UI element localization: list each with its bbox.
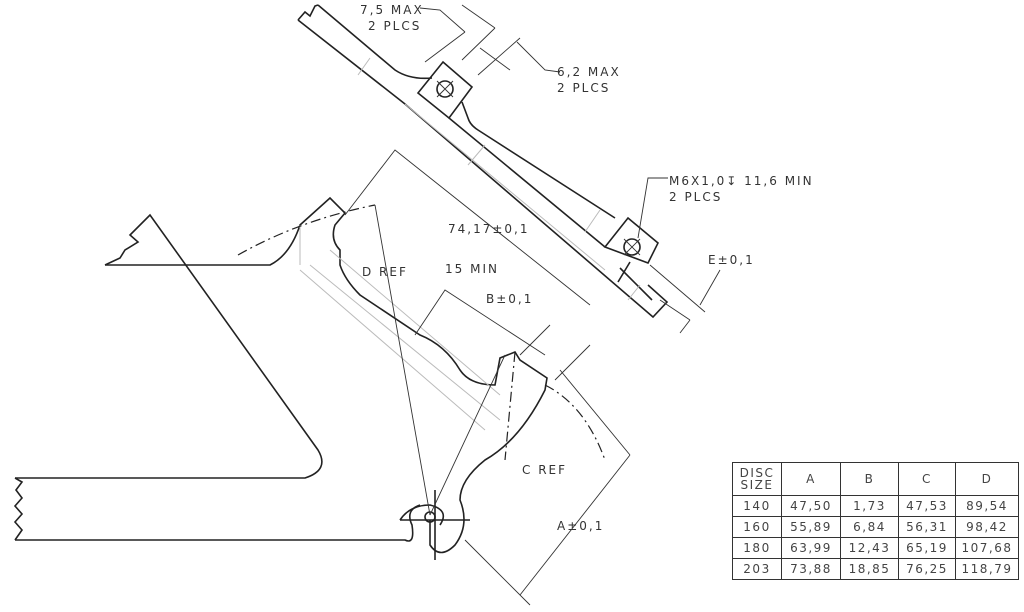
label-15-min: 15 MIN [445,262,499,276]
label-7-5-max: 7,5 MAX [360,3,424,17]
cell: 47,53 [898,495,956,517]
header-d: D [955,462,1019,496]
cell: 55,89 [781,516,841,538]
upper-adapter [297,4,669,319]
label-c-ref: C REF [522,463,567,477]
label-a-dim: A±0,1 [557,519,604,533]
cell: 203 [732,558,782,580]
cell: 140 [732,495,782,517]
label-thread-spec: M6X1,0↧ 11,6 MIN [669,174,814,188]
cell: 12,43 [840,537,899,559]
cell: 118,79 [955,558,1019,580]
lower-dimensions: 74,17±0,1 D REF 15 MIN B±0,1 C REF A±0,1 [344,149,631,606]
cell: 107,68 [955,537,1019,559]
header-c: C [898,462,956,496]
label-b-dim: B±0,1 [486,292,533,306]
label-6-2-max: 6,2 MAX [557,65,621,79]
frame [13,196,606,560]
header-a: A [781,462,841,496]
cell: 65,19 [898,537,956,559]
cell: 73,88 [781,558,841,580]
label-74-17: 74,17±0,1 [448,222,530,236]
cell: 1,73 [840,495,899,517]
cell: 18,85 [840,558,899,580]
cell: 63,99 [781,537,841,559]
label-d-ref: D REF [362,265,408,279]
label-2-plcs-1: 2 PLCS [368,19,421,33]
header-size: SIZE [740,478,774,492]
header-disc: DISC [739,466,775,480]
cell: 98,42 [955,516,1019,538]
cell: 160 [732,516,782,538]
cell: 89,54 [955,495,1019,517]
label-2-plcs-3: 2 PLCS [669,190,722,204]
cell: 47,50 [781,495,841,517]
header-b: B [840,462,899,496]
cell: 6,84 [840,516,899,538]
cell: 56,31 [898,516,956,538]
upper-dimensions: 7,5 MAX 2 PLCS 6,2 MAX 2 PLCS M6X1,0↧ 11… [360,3,814,334]
cell: 76,25 [898,558,956,580]
cell: 180 [732,537,782,559]
label-e-dim: E±0,1 [708,253,755,267]
label-2-plcs-2: 2 PLCS [557,81,610,95]
